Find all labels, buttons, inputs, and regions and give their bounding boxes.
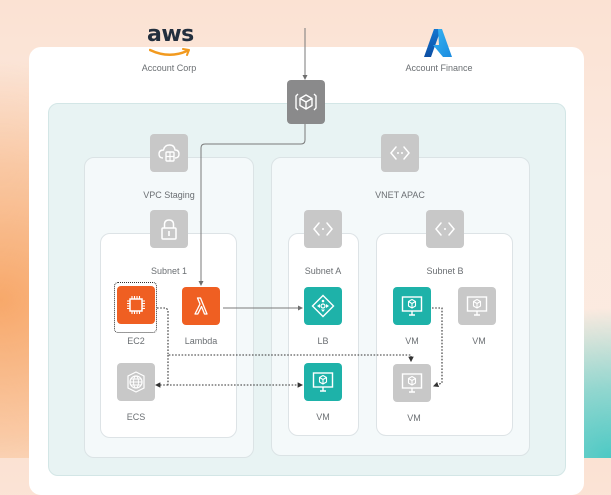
vm-subnet-b-2-label: VM: [472, 336, 486, 346]
subnet-a-container: [288, 233, 359, 436]
subnet-b-node[interactable]: [426, 210, 464, 248]
load-balancer-icon: [311, 294, 335, 318]
ecs-node[interactable]: [117, 363, 155, 401]
code-brackets-icon: [313, 222, 333, 236]
vm-subnet-b-3-label: VM: [407, 413, 421, 423]
aws-smile-icon: [149, 48, 190, 56]
code-brackets-icon: [435, 222, 455, 236]
monitor-cube-icon: [312, 372, 334, 392]
lambda-label: Lambda: [184, 336, 218, 346]
ec2-selection-outline: [114, 282, 157, 333]
subnet-1-label: Subnet 1: [150, 266, 188, 276]
monitor-cube-icon: [401, 373, 423, 393]
subnet-b-label: Subnet B: [426, 266, 464, 276]
monitor-cube-icon: [401, 296, 423, 316]
subnet-a-label: Subnet A: [304, 266, 342, 276]
vnet-apac-label: VNET APAC: [375, 190, 425, 200]
chip-icon: [127, 296, 145, 314]
ecs-label: ECS: [126, 412, 146, 422]
account-finance-label: Account Finance: [405, 63, 473, 73]
subnet-a-node[interactable]: [304, 210, 342, 248]
ec2-node[interactable]: [117, 286, 155, 324]
account-corp-label: Account Corp: [141, 63, 197, 73]
lb-node[interactable]: [304, 287, 342, 325]
cube-gateway-icon: [295, 93, 317, 111]
azure-logo-icon: [424, 29, 452, 57]
lock-icon: [161, 219, 177, 240]
ec2-label: EC2: [127, 336, 145, 346]
aws-logo-text: aws: [147, 22, 194, 47]
vm-subnet-b-1-label: VM: [405, 336, 419, 346]
vm-subnet-b-3-node[interactable]: [393, 364, 431, 402]
vnet-apac-node[interactable]: [381, 134, 419, 172]
subnet-b-container: [376, 233, 513, 436]
vm-subnet-b-2-node[interactable]: [458, 287, 496, 325]
code-brackets-icon: [390, 146, 410, 160]
globe-shield-icon: [127, 371, 145, 393]
aws-logo: aws: [147, 22, 194, 58]
lambda-icon: [194, 297, 208, 315]
vpc-staging-node[interactable]: [150, 134, 188, 172]
monitor-cube-icon: [466, 296, 488, 316]
cloud-network-icon: [158, 144, 180, 162]
vm-subnet-a-label: VM: [316, 412, 330, 422]
vm-subnet-a-node[interactable]: [304, 363, 342, 401]
vpc-staging-label: VPC Staging: [143, 190, 195, 200]
lambda-node[interactable]: [182, 287, 220, 325]
lb-label: LB: [317, 336, 329, 346]
gateway-node[interactable]: [287, 80, 325, 124]
vm-subnet-b-1-node[interactable]: [393, 287, 431, 325]
subnet-1-node[interactable]: [150, 210, 188, 248]
